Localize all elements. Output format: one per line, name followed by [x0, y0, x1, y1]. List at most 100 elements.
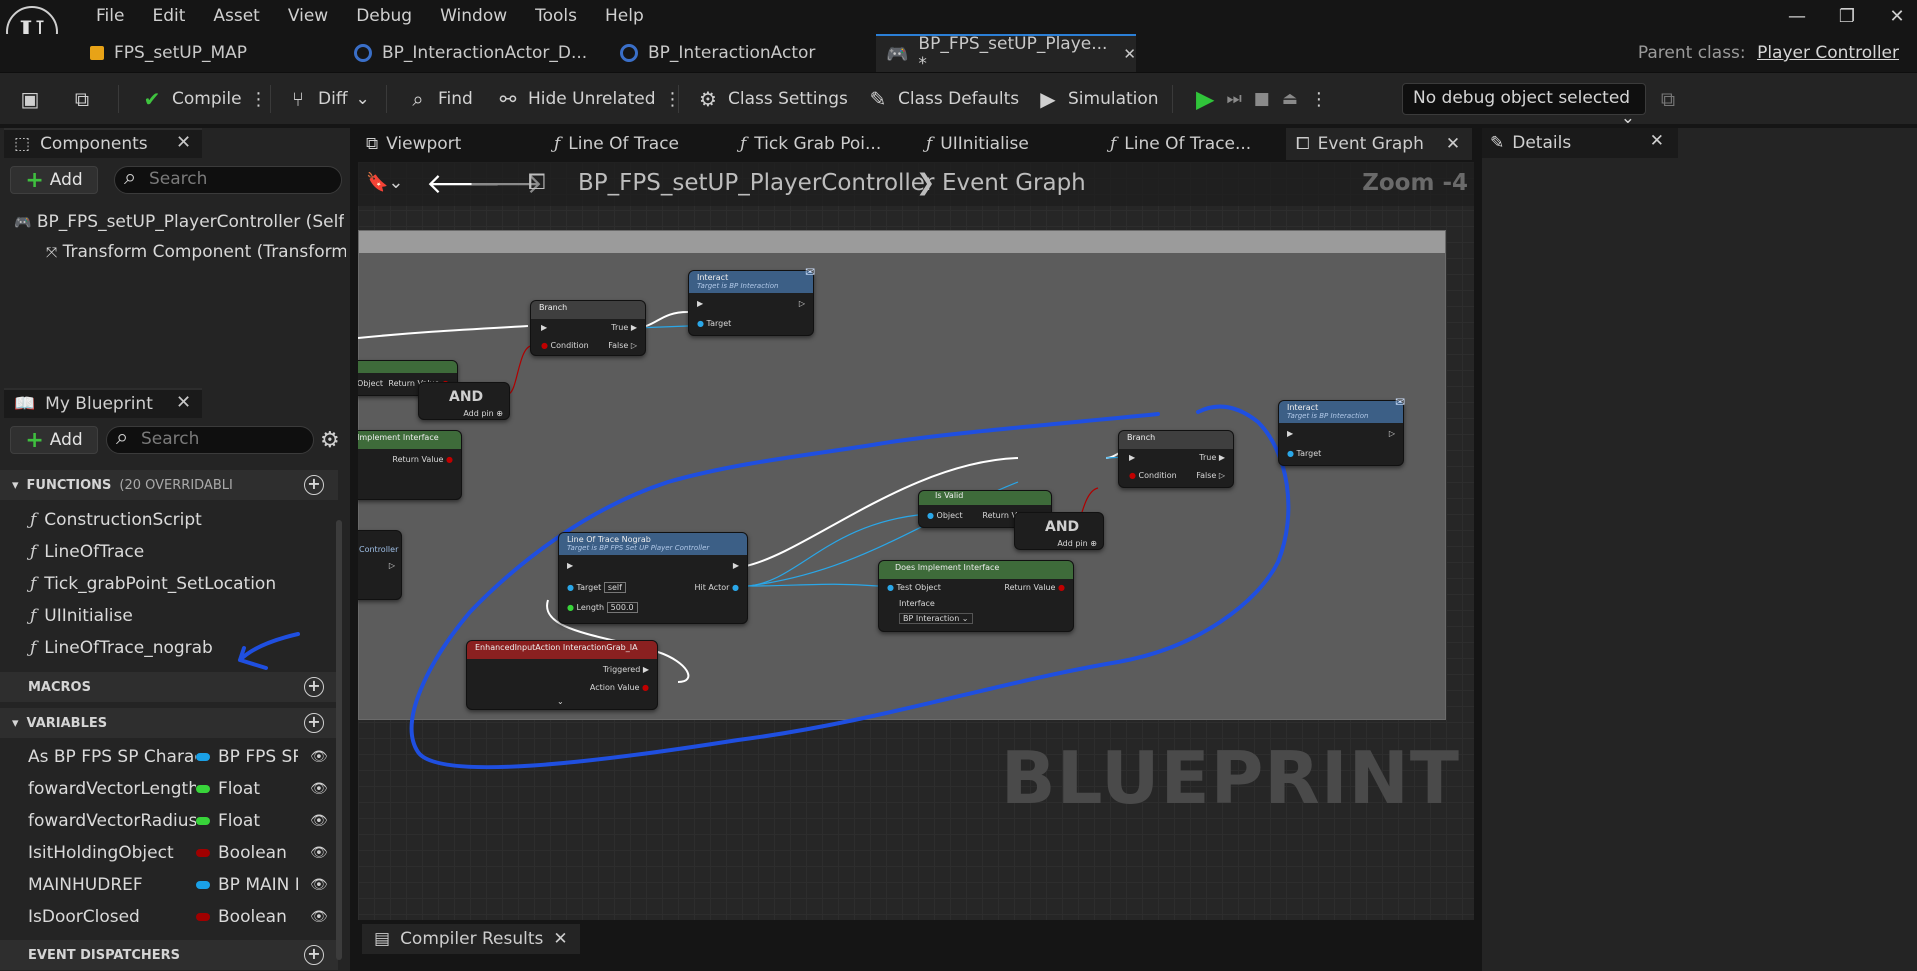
pin-true[interactable]: True ▶	[611, 323, 637, 332]
add-macro-icon[interactable]: +	[304, 677, 324, 697]
hide-unrelated-button[interactable]: ⚯ Hide Unrelated ⋮	[496, 83, 682, 115]
pin-action-value[interactable]: Action Value ●	[589, 683, 649, 692]
play-icon[interactable]: ▶	[1196, 85, 1215, 113]
pin-triggered[interactable]: Triggered ▶	[602, 665, 649, 674]
class-settings-button[interactable]: ⚙ Class Settings	[696, 83, 848, 115]
components-add-button[interactable]: +Add	[10, 166, 98, 194]
variable-row[interactable]: IsDoorClosed Boolean 👁	[28, 904, 338, 930]
eye-closed-icon[interactable]: 👁	[310, 781, 328, 797]
debug-object-select[interactable]: No debug object selected ⌄	[1402, 83, 1646, 128]
play-options-icon[interactable]: ⋮	[1309, 88, 1328, 110]
details-tab[interactable]: ✎ Details ✕	[1482, 128, 1678, 158]
node-controller-left[interactable]: Controller ▷	[358, 530, 402, 600]
simulation-button[interactable]: ▶ Simulation	[1036, 83, 1158, 115]
pin-true[interactable]: True ▶	[1199, 453, 1225, 462]
pin-false[interactable]: False ▷	[608, 341, 637, 350]
pin-return-value[interactable]: Return Value ●	[1004, 583, 1065, 592]
menu-asset[interactable]: Asset	[213, 6, 260, 26]
component-transform[interactable]: ⤧ Transform Component (TransformC	[46, 242, 346, 262]
macros-section[interactable]: MACROS +	[0, 672, 338, 702]
add-function-icon[interactable]: +	[304, 475, 324, 495]
event-graph-canvas[interactable]: Branch ▶ True ▶ ● Condition False ▷ Inte…	[358, 162, 1474, 920]
close-my-blueprint-icon[interactable]: ✕	[176, 392, 192, 413]
exec-pin-out[interactable]: ▷	[798, 299, 805, 308]
menu-file[interactable]: File	[96, 6, 125, 26]
breadcrumb-graph[interactable]: Event Graph	[942, 170, 1086, 196]
eye-closed-icon[interactable]: 👁	[310, 813, 328, 829]
breadcrumb-blueprint[interactable]: BP_FPS_setUP_PlayerController	[578, 170, 934, 196]
pin-length[interactable]: ● Length 500.0	[567, 602, 638, 613]
event-dispatchers-section[interactable]: EVENT DISPATCHERS +	[0, 940, 338, 970]
pin-target[interactable]: ● Target	[1287, 449, 1322, 458]
pin-target[interactable]: ● Target	[697, 319, 732, 328]
eject-icon[interactable]: ⏏	[1281, 89, 1298, 109]
my-blueprint-add-button[interactable]: +Add	[10, 426, 98, 454]
menu-window[interactable]: Window	[440, 6, 508, 26]
minimize-icon[interactable]: —	[1788, 6, 1806, 27]
browse-button[interactable]: ⧉	[70, 83, 94, 115]
save-button[interactable]: ▣	[18, 83, 42, 115]
exec-pin-in[interactable]: ▶	[1129, 453, 1136, 462]
pin-target[interactable]: ● Target self	[567, 582, 626, 593]
find-button[interactable]: ⌕ Find	[406, 83, 472, 115]
close-details-icon[interactable]: ✕	[1649, 131, 1664, 151]
variable-row[interactable]: As BP FPS SP Charac BP FPS SP 👁	[28, 744, 338, 770]
pin-object[interactable]: ● Object	[927, 511, 963, 520]
forward-arrow-icon[interactable]: 🡒	[468, 167, 544, 200]
my-blueprint-scrollbar[interactable]	[336, 520, 342, 960]
exec-pin-out[interactable]: ▷	[1388, 429, 1395, 438]
menu-debug[interactable]: Debug	[356, 6, 413, 26]
tab-bp-interactionactor[interactable]: BP_InteractionActor	[620, 34, 815, 72]
eye-closed-icon[interactable]: 👁	[310, 877, 328, 893]
parent-class-link[interactable]: Player Controller	[1757, 43, 1899, 63]
close-window-icon[interactable]: ✕	[1889, 6, 1905, 27]
eye-closed-icon[interactable]: 👁	[310, 909, 328, 925]
close-components-icon[interactable]: ✕	[176, 132, 192, 153]
component-self[interactable]: 🎮 BP_FPS_setUP_PlayerController (Self)	[14, 212, 344, 232]
tab-bp-interactionactor-d[interactable]: BP_InteractionActor_D...	[354, 34, 587, 72]
node-branch-upper[interactable]: Branch ▶ True ▶ ● Condition False ▷	[530, 300, 646, 356]
add-pin-button[interactable]: Add pin ⊕	[463, 409, 503, 418]
my-blueprint-tab[interactable]: 📖 My Blueprint	[4, 388, 202, 418]
exec-pin-in[interactable]: ▶	[697, 299, 704, 308]
node-enhanced-input-action[interactable]: EnhancedInputAction InteractionGrab_IA T…	[466, 640, 658, 710]
pin-condition[interactable]: ● Condition	[541, 341, 589, 350]
variable-row[interactable]: IsitHoldingObject Boolean 👁	[28, 840, 338, 866]
menu-help[interactable]: Help	[605, 6, 644, 26]
close-tab-icon[interactable]: ✕	[1445, 134, 1461, 154]
restore-icon[interactable]: ❐	[1838, 6, 1856, 27]
expand-chevron-icon[interactable]: ⌄	[557, 697, 564, 706]
comment-header[interactable]	[359, 231, 1445, 253]
pin-false[interactable]: False ▷	[1196, 471, 1225, 480]
close-tab-icon[interactable]: ✕	[1123, 45, 1136, 63]
eye-closed-icon[interactable]: 👁	[310, 845, 328, 861]
pin-condition[interactable]: ● Condition	[1129, 471, 1177, 480]
tab-fps-setup-map[interactable]: FPS_setUP_MAP	[90, 34, 247, 72]
node-implement-interface-left[interactable]: Implement Interface Return Value ●	[358, 430, 462, 500]
components-search-input[interactable]: Search	[114, 165, 342, 194]
add-pin-button[interactable]: Add pin ⊕	[1057, 539, 1097, 548]
components-tab[interactable]: ⬚ Components	[4, 128, 202, 158]
debug-find-button[interactable]: ⧉	[1656, 83, 1680, 115]
functions-section[interactable]: ▾ FUNCTIONS (20 OVERRIDABLI +	[0, 470, 338, 500]
compiler-results-tab[interactable]: ▤ Compiler Results ✕	[362, 924, 580, 954]
back-arrow-icon[interactable]: 🡐	[426, 167, 502, 200]
variable-row[interactable]: fowardVectorRadius Float 👁	[28, 808, 338, 834]
menu-tools[interactable]: Tools	[535, 6, 578, 26]
class-defaults-button[interactable]: ✎ Class Defaults	[866, 83, 1020, 115]
add-variable-icon[interactable]: +	[304, 713, 324, 733]
exec-pin-out[interactable]: ▷	[388, 561, 395, 570]
tab-event-graph[interactable]: ⧠Event Graph ✕	[1286, 128, 1472, 160]
pin-test-object[interactable]: ● Test Object	[887, 583, 941, 592]
bookmark-icon[interactable]: 🔖⌄	[366, 172, 404, 193]
my-blueprint-search-input[interactable]: Search	[106, 425, 314, 454]
variable-row[interactable]: MAINHUDREF BP MAIN H 👁	[28, 872, 338, 898]
